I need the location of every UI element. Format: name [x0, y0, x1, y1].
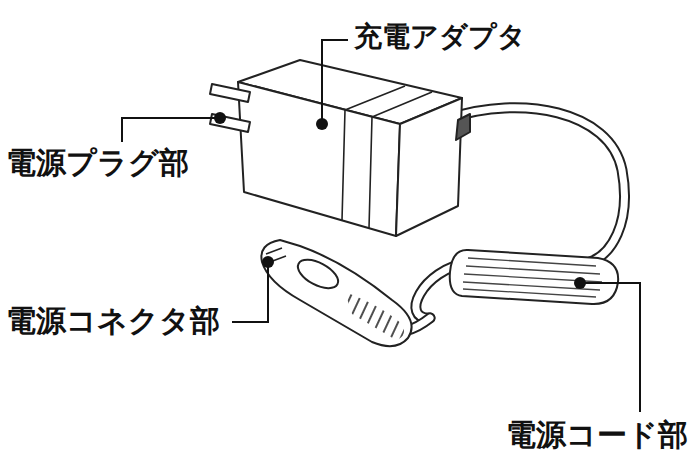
- leader-lines: [122, 40, 640, 412]
- part-label: 充電アダプタ: [354, 22, 526, 53]
- charging-adapter: [238, 60, 470, 236]
- power-connector: [261, 240, 411, 346]
- part-label: 電源コード部: [506, 418, 688, 451]
- cord-coil: [450, 250, 618, 304]
- part-label: 電源プラグ部: [6, 146, 189, 179]
- part-label: 電源コネクタ部: [6, 304, 220, 337]
- plug-prongs: [210, 84, 250, 132]
- leader-dots: [214, 112, 586, 289]
